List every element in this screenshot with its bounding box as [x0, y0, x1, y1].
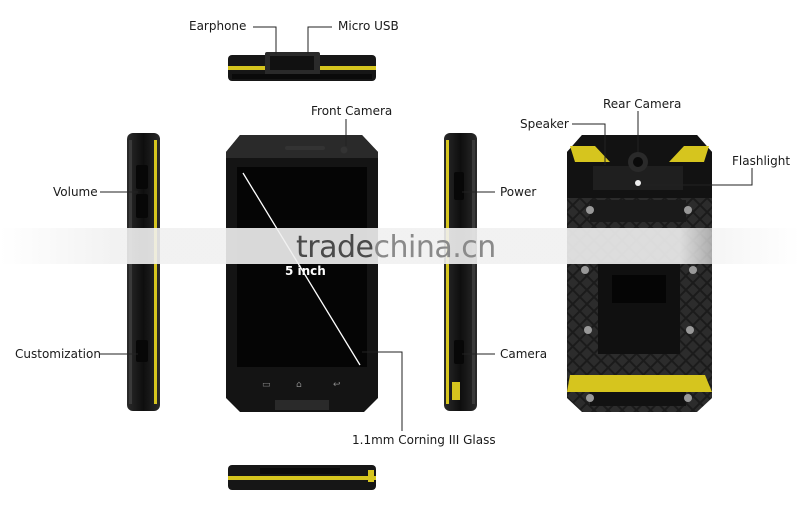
camera-label: Camera	[500, 347, 548, 361]
right-side-view	[444, 133, 477, 411]
customization-label: Customization	[15, 347, 101, 361]
watermark-domain: china.cn	[373, 230, 496, 265]
top-edge-view	[228, 52, 376, 81]
screen-size-label: 5 inch	[285, 264, 326, 278]
svg-text:▭: ▭	[262, 380, 271, 390]
rear-camera-label: Rear Camera	[603, 97, 682, 111]
watermark: tradechina.cn	[296, 230, 496, 265]
micro-usb-label: Micro USB	[338, 19, 399, 33]
front-camera-label: Front Camera	[311, 104, 393, 118]
volume-label: Volume	[53, 185, 98, 199]
glass-label: 1.1mm Corning III Glass	[352, 433, 496, 447]
flashlight-label: Flashlight	[732, 154, 791, 168]
svg-text:↩: ↩	[333, 380, 341, 390]
earphone-label: Earphone	[189, 19, 247, 33]
svg-text:⌂: ⌂	[296, 380, 302, 390]
power-label: Power	[500, 185, 537, 199]
front-view: ▭ ⌂ ↩	[226, 135, 378, 412]
callout-lines	[100, 26, 753, 431]
left-side-view	[127, 133, 160, 411]
bottom-edge-view	[228, 465, 376, 490]
back-view	[567, 135, 712, 412]
watermark-band	[0, 228, 800, 264]
watermark-brand: trade	[296, 230, 374, 265]
speaker-label: Speaker	[520, 117, 569, 131]
